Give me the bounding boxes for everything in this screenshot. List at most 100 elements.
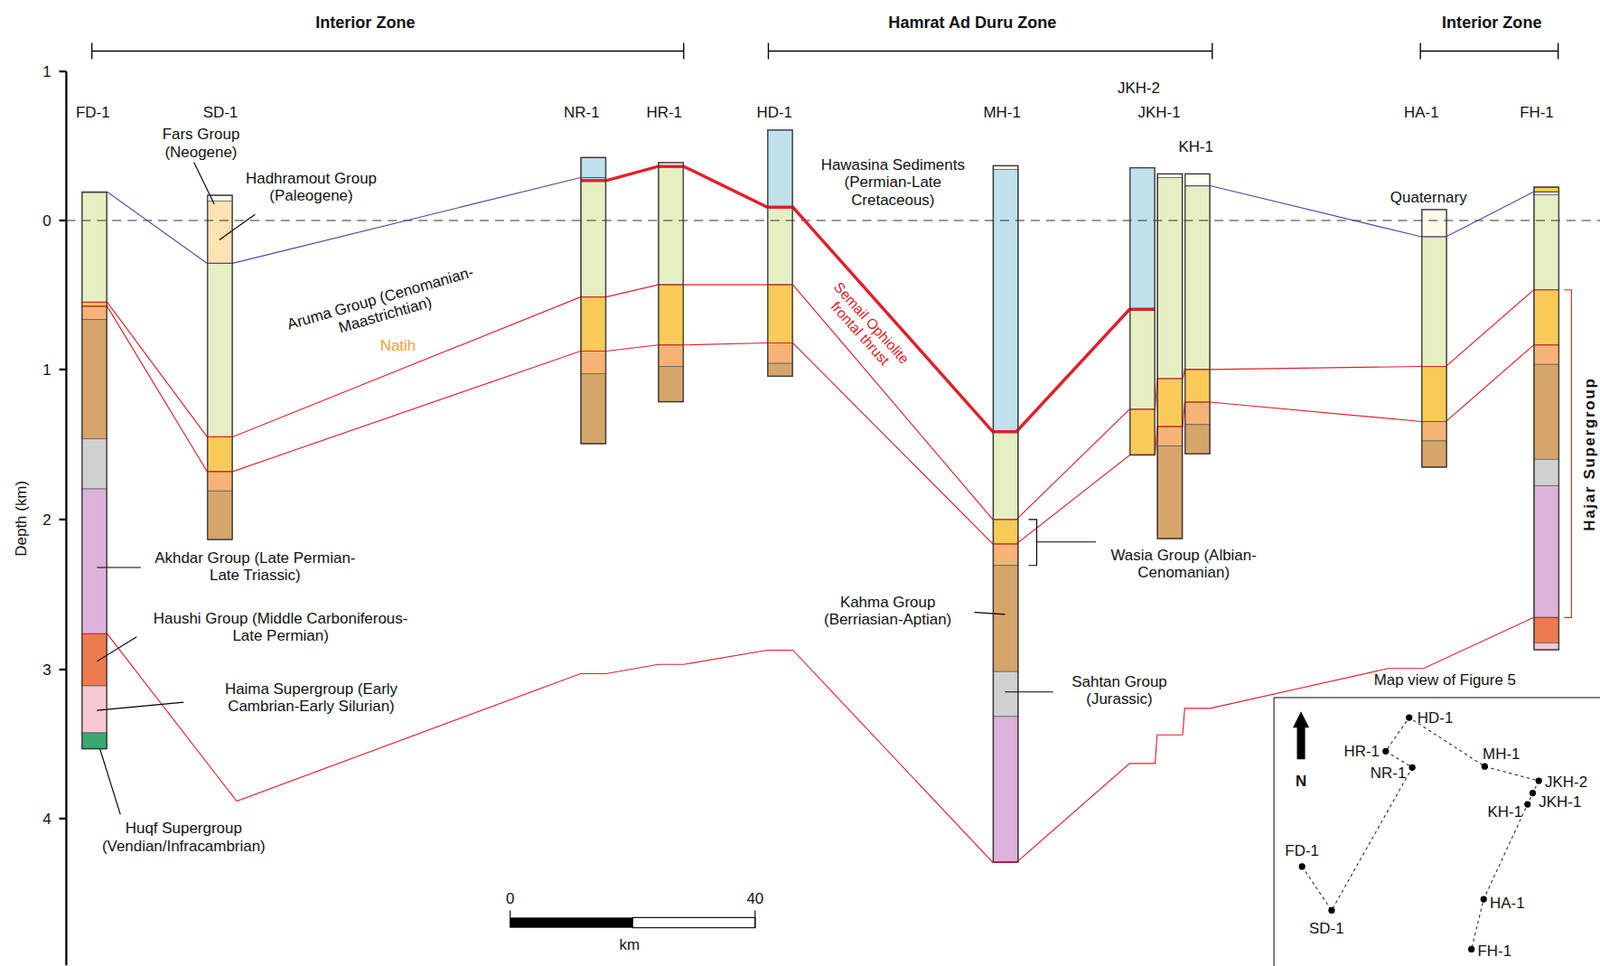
map-well-label: JKH-2	[1544, 772, 1588, 790]
zone-bracket	[683, 42, 684, 59]
scale-value: 40	[746, 888, 764, 907]
map-well-label: FD-1	[1284, 841, 1320, 859]
well-column: SD-1	[206, 195, 233, 541]
horizon-line	[81, 617, 1559, 862]
unit-label: Haushi Group (Middle Carboniferous-Late …	[140, 608, 422, 645]
strat-layer	[1184, 173, 1210, 187]
strat-layer	[580, 179, 607, 298]
unit-label: Hadhramout Group (Paleogene)	[234, 168, 388, 205]
well-dot	[1529, 789, 1536, 796]
zone-bracket	[1211, 42, 1213, 59]
leader-line	[219, 214, 256, 240]
well-dot	[1481, 763, 1488, 770]
well-dot	[1480, 895, 1488, 902]
axis-value: 2	[42, 510, 51, 528]
strat-layer	[1421, 421, 1447, 440]
wasia-bracket	[1029, 519, 1038, 566]
axis-value: 1	[42, 360, 51, 378]
strat-layer	[992, 716, 1019, 863]
axis-value: 3	[42, 660, 51, 678]
unit-label: Akhdar Group (Late Permian-Late Triassic…	[145, 548, 365, 584]
well-column: HR-1	[658, 162, 684, 403]
strat-layer	[767, 284, 793, 343]
map-well-label: HA-1	[1489, 893, 1526, 911]
strat-layer	[1534, 643, 1560, 651]
strat-layer	[658, 284, 684, 346]
well-dot	[1328, 907, 1335, 914]
unit-label: Wasia Group (Albian-Cenomanian)	[1099, 545, 1268, 581]
axis-title: Depth (km)	[11, 480, 29, 557]
strat-layer	[992, 519, 1019, 544]
well-name: HD-1	[756, 103, 793, 122]
well-name: NR-1	[563, 103, 600, 122]
zone-label: Interior Zone	[315, 14, 415, 34]
leader-line	[1037, 541, 1097, 543]
well-name: HR-1	[646, 103, 684, 122]
scale-unit: km	[619, 935, 641, 953]
strat-layer	[580, 351, 607, 375]
supergroup-label: Hajar Supergroup	[1580, 377, 1598, 532]
well-column: FH-1	[1534, 187, 1560, 651]
map-well-label: HD-1	[1417, 708, 1454, 726]
scale-bar	[510, 916, 634, 927]
well-name: SD-1	[203, 103, 239, 122]
well-column: HD-1	[767, 129, 793, 376]
strat-layer	[1184, 186, 1210, 370]
strat-layer	[1184, 402, 1210, 425]
axis-value: 4	[42, 809, 51, 827]
well-dot	[1468, 945, 1475, 953]
strat-layer	[1157, 446, 1183, 540]
strat-layer	[1421, 365, 1447, 422]
strat-layer	[206, 471, 233, 491]
map-well-label: HR-1	[1343, 742, 1380, 760]
strat-layer	[1534, 486, 1560, 618]
strat-layer	[658, 167, 684, 285]
strat-layer	[992, 543, 1019, 566]
well-column: NR-1	[580, 157, 607, 444]
strat-layer	[1534, 195, 1560, 291]
zone-bracket	[1420, 50, 1558, 52]
strat-layer	[206, 201, 233, 264]
strat-layer	[767, 363, 793, 377]
well-name: KH-1	[1178, 137, 1214, 155]
unit-label: Kahma Group (Berriasian-Aptian)	[805, 592, 970, 628]
well-name: JKH-1	[1138, 103, 1181, 122]
zone-bracket	[1557, 42, 1559, 59]
zone-bracket	[92, 50, 684, 52]
scale-value: 0	[505, 888, 515, 907]
north-arrow	[1292, 711, 1310, 759]
map-well-label: SD-1	[1309, 918, 1345, 936]
well-name: MH-1	[982, 103, 1020, 122]
map-well-label: KH-1	[1487, 802, 1524, 820]
horizon-line	[1184, 186, 1560, 237]
zone-label: Hamrat Ad Duru Zone	[888, 14, 1057, 34]
strat-layer	[1157, 426, 1183, 446]
well-column: HA-1	[1421, 209, 1447, 468]
map-well-label: FH-1	[1477, 941, 1512, 959]
strat-layer	[1129, 409, 1155, 456]
well-dot	[1409, 764, 1416, 771]
map-well-label: NR-1	[1370, 763, 1407, 781]
strat-layer	[992, 168, 1019, 431]
horizon-line	[81, 306, 1559, 544]
strat-layer	[81, 301, 107, 307]
strat-layer	[1129, 167, 1155, 309]
thrust-label: Semail Ophiolite frontal thrust	[805, 264, 926, 393]
strat-layer	[1534, 458, 1560, 486]
strat-layer	[767, 129, 793, 207]
unit-label: Huqf Supergroup (Vendian/Infracambrian)	[86, 819, 281, 855]
well-dot	[1382, 748, 1389, 755]
axis-tick	[59, 70, 67, 73]
well-dot	[1405, 713, 1413, 721]
well-name: JKH-2	[1117, 79, 1161, 97]
axis-tick	[59, 518, 67, 521]
unit-label: Fars Group (Neogene)	[149, 125, 253, 161]
leader-line	[96, 701, 184, 711]
strat-layer	[658, 365, 684, 403]
scale-tick	[509, 909, 511, 927]
strat-layer	[1184, 369, 1210, 403]
north-label: N	[1295, 771, 1307, 789]
strat-layer	[206, 436, 233, 471]
depth-axis	[65, 71, 67, 965]
axis-tick	[59, 368, 67, 371]
